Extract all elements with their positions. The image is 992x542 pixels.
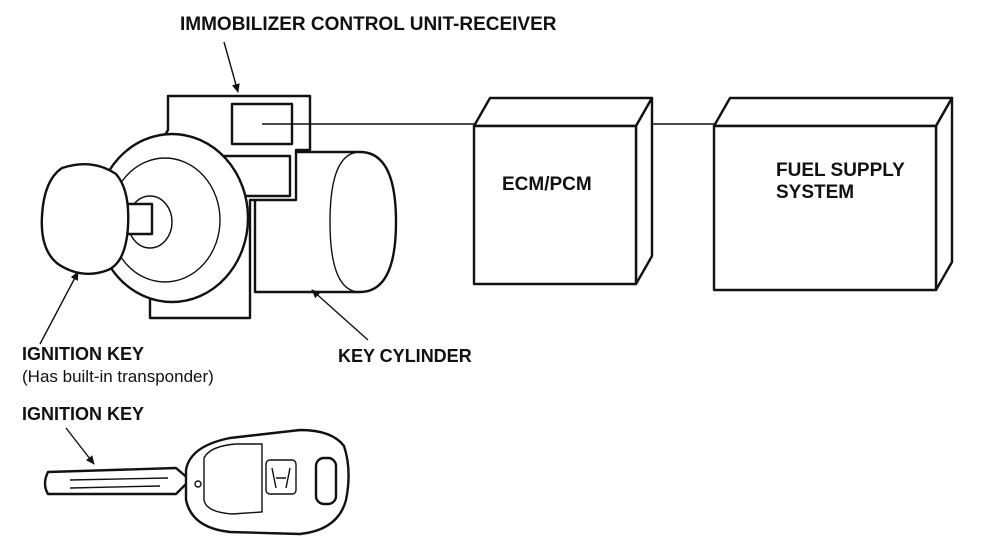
ignition-key-label-2: IGNITION KEY [22,404,144,424]
ignition-key-label: IGNITION KEY [22,344,144,364]
immobilizer-arrow [223,41,240,93]
immobilizer-unit-label: IMMOBILIZER CONTROL UNIT-RECEIVER [180,14,557,35]
ignition-switch-housing [94,94,312,320]
ecm-pcm-label: ECM/PCM [502,174,592,195]
fuel-supply-box [712,96,954,292]
fuel-supply-label-line1: FUEL SUPPLY [776,160,905,181]
key-slot [124,202,154,236]
ignition-key-2-arrow [65,427,95,465]
key-cylinder-label: KEY CYLINDER [338,346,472,366]
brand-logo-icon [265,459,297,495]
ignition-key-head [40,162,130,276]
ignition-key-arrow [39,271,79,345]
ignition-key-fob [43,428,350,536]
ignition-key-note: (Has built-in transponder) [22,367,214,386]
fuel-supply-label-line2: SYSTEM [776,182,854,203]
key-cylinder-arrow [311,289,369,341]
ecm-pcm-box [472,96,654,286]
fob-button [314,456,338,506]
